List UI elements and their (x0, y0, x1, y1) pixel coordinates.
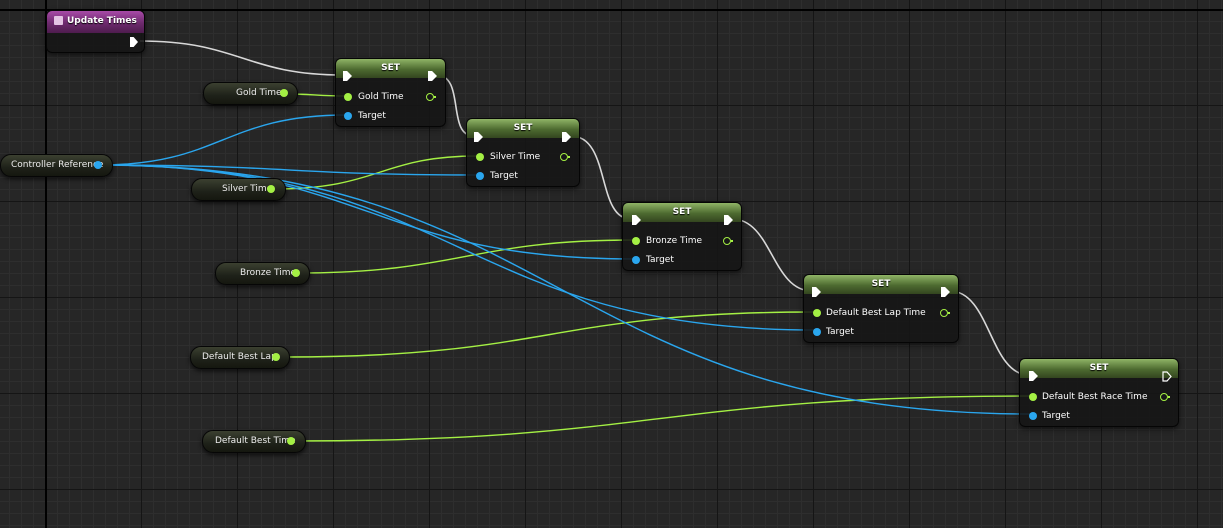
var-label: Controller Reference (11, 160, 104, 170)
set-node-gold-time[interactable]: SET Gold Time Target (335, 58, 446, 127)
float-wire (285, 311, 815, 358)
exec-wire (949, 290, 1030, 376)
value-pin-label: Bronze Time (646, 236, 703, 246)
set-node-header: SET (623, 203, 741, 222)
event-node-title: Update Times (67, 16, 137, 26)
event-node-update-times[interactable]: Update Times (46, 10, 145, 53)
exec-wire (731, 218, 813, 292)
float-wire (293, 395, 1032, 442)
target-pin-label: Target (490, 171, 518, 181)
object-wire (99, 114, 347, 166)
value-in-pin[interactable] (344, 93, 352, 101)
event-node-header: Update Times (47, 11, 144, 33)
set-node-header: SET (804, 275, 958, 294)
var-label: Bronze Time (240, 268, 297, 278)
target-in-pin[interactable] (344, 112, 352, 120)
exec-out-pin[interactable] (562, 132, 571, 142)
object-wire (99, 164, 479, 176)
var-node-default-best-lap[interactable]: Default Best Lap (190, 346, 290, 369)
event-icon (54, 16, 63, 25)
grid-axis-vertical (45, 0, 47, 528)
target-pin-label: Target (1042, 411, 1070, 421)
exec-out-pin-unconnected[interactable] (1162, 371, 1172, 382)
exec-in-pin[interactable] (1029, 371, 1038, 381)
var-node-silver-time[interactable]: Silver Time (191, 178, 286, 201)
object-wire (99, 164, 816, 331)
exec-out-pin[interactable] (130, 37, 138, 47)
target-in-pin[interactable] (476, 172, 484, 180)
set-node-default-best-lap-time[interactable]: SET Default Best Lap Time Target (803, 274, 959, 343)
float-wire (273, 155, 479, 190)
float-out-pin[interactable] (267, 185, 275, 193)
set-node-header: SET (336, 59, 445, 78)
exec-out-pin[interactable] (428, 71, 437, 81)
exec-in-pin[interactable] (343, 71, 352, 81)
target-in-pin[interactable] (813, 328, 821, 336)
set-node-bronze-time[interactable]: SET Bronze Time Target (622, 202, 742, 271)
var-label: Silver Time (222, 184, 273, 194)
object-out-pin[interactable] (94, 161, 102, 169)
exec-out-pin[interactable] (724, 215, 733, 225)
value-pin-label: Default Best Lap Time (826, 308, 926, 318)
value-out-pin[interactable] (1160, 393, 1170, 401)
value-in-pin[interactable] (476, 153, 484, 161)
exec-wire (570, 135, 632, 220)
var-label: Default Best Time (215, 436, 296, 446)
exec-in-pin[interactable] (474, 132, 483, 142)
float-wire (297, 239, 635, 274)
value-pin-label: Default Best Race Time (1042, 392, 1148, 402)
exec-in-pin[interactable] (632, 215, 641, 225)
var-node-controller-reference[interactable]: Controller Reference (0, 154, 113, 177)
target-pin-label: Target (358, 111, 386, 121)
target-in-pin[interactable] (1029, 412, 1037, 420)
var-label: Gold Time (236, 88, 282, 98)
value-in-pin[interactable] (1029, 393, 1037, 401)
value-out-pin[interactable] (723, 237, 733, 245)
target-pin-label: Target (826, 327, 854, 337)
var-node-bronze-time[interactable]: Bronze Time (215, 262, 310, 285)
set-node-header: SET (1020, 359, 1178, 378)
target-pin-label: Target (646, 255, 674, 265)
value-out-pin[interactable] (426, 93, 436, 101)
float-out-pin[interactable] (272, 353, 280, 361)
grid-axis-horizontal (0, 9, 1223, 11)
value-pin-label: Silver Time (490, 152, 541, 162)
var-node-default-best-time[interactable]: Default Best Time (202, 430, 306, 453)
exec-out-pin[interactable] (941, 287, 950, 297)
var-node-gold-time[interactable]: Gold Time (203, 82, 298, 105)
set-node-default-best-race-time[interactable]: SET Default Best Race Time Target (1019, 358, 1179, 427)
set-node-silver-time[interactable]: SET Silver Time Target (466, 118, 580, 187)
exec-in-pin[interactable] (812, 287, 821, 297)
value-in-pin[interactable] (813, 309, 821, 317)
var-label: Default Best Lap (202, 352, 277, 362)
value-out-pin[interactable] (940, 309, 950, 317)
value-pin-label: Gold Time (358, 92, 404, 102)
float-out-pin[interactable] (292, 269, 300, 277)
target-in-pin[interactable] (632, 256, 640, 264)
float-out-pin[interactable] (287, 437, 295, 445)
value-out-pin[interactable] (560, 153, 570, 161)
value-in-pin[interactable] (632, 237, 640, 245)
exec-wire (139, 40, 344, 76)
float-out-pin[interactable] (280, 89, 288, 97)
exec-hollow-icon (1162, 371, 1172, 382)
set-node-header: SET (467, 119, 579, 138)
